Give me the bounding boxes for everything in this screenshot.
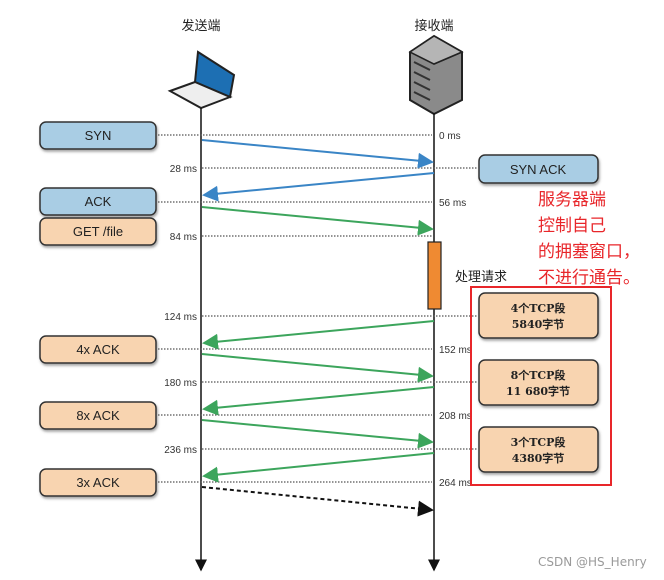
time-label: 264 ms	[439, 478, 472, 489]
receiver-label: 接收端	[414, 18, 453, 33]
ack-8x-box: 8x ACK	[76, 408, 120, 423]
time-label: 208 ms	[439, 411, 472, 422]
syn-box: SYN	[85, 128, 112, 143]
annotation-line: 服务器端	[538, 190, 606, 210]
data-arrow	[202, 320, 435, 350]
time-label: 84 ms	[170, 232, 197, 243]
annotation-line: 控制自己	[538, 216, 606, 236]
time-label: 56 ms	[439, 198, 466, 209]
batch1-segments: 4个TCP段	[511, 301, 566, 315]
receiver-boxes: SYN ACK 4个TCP段 5840字节 8个TCP段 11 680字节 3个…	[478, 154, 599, 473]
sender-boxes: SYN ACK GET /file 4x ACK 8x ACK 3x ACK	[39, 121, 157, 497]
highlight-box	[470, 286, 612, 486]
ack-arrow	[201, 353, 434, 383]
batch3-bytes: 4380字节	[512, 451, 565, 465]
processing-label: 处理请求	[455, 269, 507, 284]
syn-ack-box: SYN ACK	[510, 162, 567, 177]
processing-bar	[427, 241, 442, 310]
sender-label: 发送端	[181, 18, 220, 33]
data-arrow	[202, 452, 435, 483]
ack-box: ACK	[85, 194, 112, 209]
batch3-segments: 3个TCP段	[511, 435, 566, 449]
ack-3x-box: 3x ACK	[76, 475, 120, 490]
ack-4x-box: 4x ACK	[76, 342, 120, 357]
packet-arrows	[201, 139, 435, 517]
time-label: 124 ms	[164, 312, 197, 323]
annotation-line: 不进行通告。	[538, 268, 640, 288]
time-label: 28 ms	[170, 164, 197, 175]
annotation-line: 的拥塞窗口，	[538, 242, 640, 262]
time-label: 180 ms	[164, 378, 197, 389]
ack-get-arrow	[201, 206, 434, 236]
next-ack-arrow	[201, 486, 434, 517]
batch1-bytes: 5840字节	[512, 317, 565, 331]
laptop-icon	[167, 50, 236, 110]
server-icon	[408, 34, 464, 116]
data-arrow	[202, 386, 435, 416]
time-label: 236 ms	[164, 445, 197, 456]
time-label: 0 ms	[439, 131, 461, 142]
syn-arrow	[201, 139, 434, 169]
watermark: CSDN @HS_Henry	[538, 555, 647, 569]
time-label: 152 ms	[439, 345, 472, 356]
get-file-box: GET /file	[73, 224, 123, 239]
batch2-segments: 8个TCP段	[511, 368, 566, 382]
syn-ack-arrow	[202, 172, 435, 202]
ack-arrow	[201, 419, 434, 449]
batch2-bytes: 11 680字节	[506, 384, 570, 398]
